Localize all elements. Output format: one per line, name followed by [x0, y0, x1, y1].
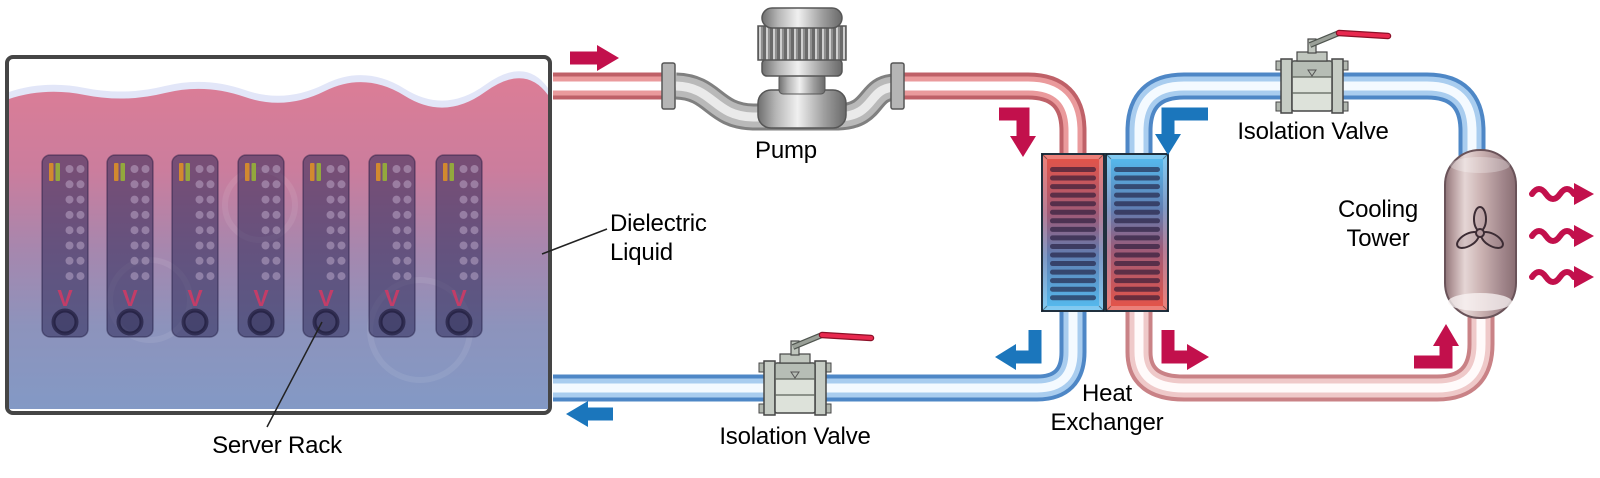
heat-exchanger-label: Heat Exchanger: [1050, 380, 1164, 436]
heat-emission-arrow-2: [1532, 225, 1594, 247]
dielectric-leader-line: [541, 228, 608, 255]
cold-flow-arrow-top-right: [1532, 183, 1594, 288]
server-logo: V: [253, 285, 269, 311]
hot-flow-arrow-into-tower: [1414, 324, 1459, 369]
server-blade: V: [41, 154, 89, 338]
server-rack-label: Server Rack: [212, 432, 342, 459]
cold-return-pipe-to-tank: [553, 300, 1087, 402]
blade-port-icon: [445, 308, 473, 336]
heat-exchanger: [1041, 153, 1169, 312]
server-logo: V: [187, 285, 203, 311]
isolation-valve-top-label: Isolation Valve: [1237, 118, 1389, 145]
server-blade: V: [435, 154, 483, 338]
status-led-icon: [55, 163, 60, 181]
status-led-icon: [449, 163, 454, 181]
cooling-tower: [1444, 149, 1517, 319]
hot-flow-arrow-into-exchanger: [999, 107, 1036, 157]
heat-emission-arrow-1: [1532, 183, 1594, 205]
dielectric-liquid-label: Dielectric Liquid: [610, 210, 707, 266]
status-led-icon: [443, 163, 448, 181]
cold-flow-arrow-into-tank: [566, 401, 613, 427]
hot-pipe-pump-to-exchanger: [893, 72, 1087, 170]
blade-port-icon: [51, 308, 79, 336]
status-led-icon: [49, 163, 54, 181]
status-led-icon: [185, 163, 190, 181]
blade-port-icon: [181, 308, 209, 336]
flow-arrows: [566, 45, 1594, 427]
server-logo: V: [318, 285, 334, 311]
pump-motor-fins: [757, 25, 847, 61]
server-blade: V: [106, 154, 154, 338]
status-led-icon: [376, 163, 381, 181]
server-blade: V: [368, 154, 416, 338]
status-led-icon: [251, 163, 256, 181]
cooling-tower-label: Cooling Tower: [1338, 196, 1418, 252]
server-rack-leader-line: [266, 321, 323, 428]
pump: [661, 7, 905, 131]
status-led-icon: [316, 163, 321, 181]
secondary-hot-pipe-exchanger-to-tower: [1125, 300, 1495, 402]
server-logo: V: [122, 285, 138, 311]
isolation-valve-bottom-label: Isolation Valve: [719, 423, 871, 450]
pump-inlet-flange: [661, 62, 676, 110]
leader-lines: [266, 228, 608, 428]
heat-emission-arrow-3: [1532, 266, 1594, 288]
pump-motor-cap: [761, 7, 843, 29]
fan-icon: [1456, 206, 1504, 249]
pump-outlet-flange: [890, 62, 905, 110]
blade-port-icon: [312, 308, 340, 336]
status-led-icon: [310, 163, 315, 181]
server-logo: V: [384, 285, 400, 311]
blade-port-icon: [378, 308, 406, 336]
hot-flow-arrow-tank-out: [570, 45, 619, 71]
server-logo: V: [451, 285, 467, 311]
cold-flow-arrow-into-exchanger: [1155, 107, 1208, 155]
exchanger-louvers: [1050, 167, 1160, 301]
server-blade: V: [171, 154, 219, 338]
server-blade: V: [237, 154, 285, 338]
status-led-icon: [245, 163, 250, 181]
blade-port-icon: [247, 308, 275, 336]
server-blade: V: [302, 154, 350, 338]
blade-port-icon: [116, 308, 144, 336]
cold-flow-arrow-exchanger-out: [995, 330, 1042, 370]
status-led-icon: [179, 163, 184, 181]
pump-label: Pump: [755, 137, 817, 164]
pump-volute: [757, 89, 847, 129]
status-led-icon: [114, 163, 119, 181]
status-led-icon: [120, 163, 125, 181]
server-logo: V: [57, 285, 73, 311]
hot-flow-arrow-to-tower: [1161, 330, 1209, 370]
status-led-icon: [382, 163, 387, 181]
